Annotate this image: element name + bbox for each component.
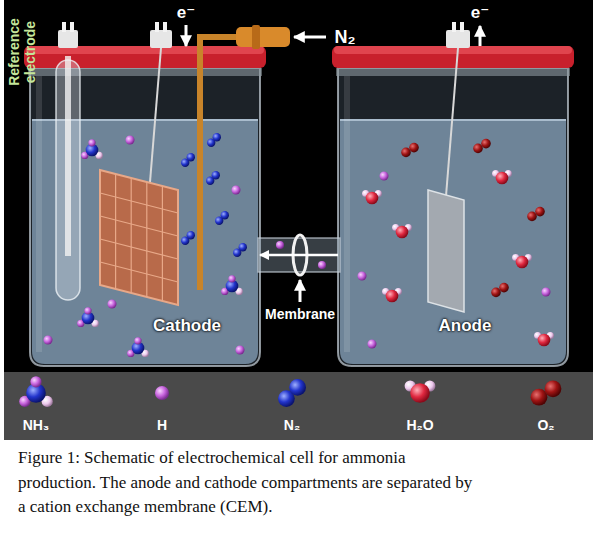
legend-label: NH₃ bbox=[23, 417, 50, 433]
legend-entry: H bbox=[157, 417, 167, 433]
gas-coupler bbox=[236, 27, 290, 47]
hydrogen-atom bbox=[276, 241, 284, 249]
anode-plate bbox=[428, 190, 464, 312]
legend-label: O₂ bbox=[537, 417, 554, 433]
terminal-pin bbox=[155, 22, 159, 32]
legend-icon bbox=[19, 376, 53, 407]
terminal-pin bbox=[452, 22, 456, 32]
gas-coupler-nut bbox=[252, 25, 260, 49]
mesh-grid bbox=[100, 174, 178, 301]
gas-inlet-arrow bbox=[294, 36, 326, 39]
proton-transfer-arrow bbox=[260, 254, 338, 257]
electron-label: e⁻ bbox=[177, 3, 195, 23]
compartment-label: Anode bbox=[439, 316, 492, 336]
legend-icons bbox=[19, 376, 561, 407]
legend-entry: O₂ bbox=[537, 417, 554, 433]
terminal-pin bbox=[163, 22, 167, 32]
anode-beaker bbox=[332, 46, 574, 366]
legend-entry: H₂O bbox=[406, 417, 433, 433]
anode-compartment: Anode bbox=[338, 68, 568, 366]
hydrogen-atom bbox=[318, 261, 326, 269]
membrane-pointer bbox=[299, 280, 302, 302]
connectors bbox=[260, 255, 338, 256]
terminal-post bbox=[446, 30, 470, 48]
reference-electrode-label: Reference electrode bbox=[6, 12, 38, 92]
figure-caption: Figure 1: Schematic of electrochemical c… bbox=[18, 446, 476, 520]
membrane-label: Membrane bbox=[265, 306, 335, 322]
legend-label: H bbox=[157, 417, 167, 433]
terminal-pin bbox=[70, 22, 74, 32]
electron-arrow bbox=[185, 25, 188, 46]
reference-electrode-rod bbox=[65, 56, 71, 256]
cathode-compartment: Cathode bbox=[30, 68, 260, 366]
electron-label: e⁻ bbox=[471, 3, 489, 23]
terminal-pin bbox=[460, 22, 464, 32]
membrane-tube bbox=[258, 238, 340, 272]
legend-icon bbox=[278, 379, 306, 407]
electrode-lead bbox=[446, 48, 458, 196]
terminal-pin bbox=[62, 22, 66, 32]
legend-entry: N₂ bbox=[284, 417, 300, 433]
anode-molecules bbox=[358, 139, 554, 349]
cathode-beaker bbox=[24, 46, 266, 366]
legend-entry: NH₃ bbox=[23, 417, 50, 433]
cathode-molecules bbox=[44, 133, 248, 357]
gas-inlet-label: N₂ bbox=[335, 27, 356, 48]
legend-icon bbox=[531, 380, 562, 405]
electrode-lead bbox=[150, 48, 161, 182]
legend-icon bbox=[405, 380, 436, 402]
dark-background bbox=[4, 0, 593, 372]
electron-arrow bbox=[479, 26, 482, 46]
legend-icon bbox=[155, 386, 169, 400]
terminal-post bbox=[58, 30, 78, 48]
terminal-post bbox=[150, 30, 172, 48]
legend-label: H₂O bbox=[406, 417, 433, 433]
legend-label: N₂ bbox=[284, 417, 300, 433]
compartment-label: Cathode bbox=[153, 316, 221, 336]
cathode-mesh bbox=[100, 170, 178, 305]
legend-band bbox=[4, 372, 593, 440]
gas-feed-pipe bbox=[200, 37, 236, 290]
